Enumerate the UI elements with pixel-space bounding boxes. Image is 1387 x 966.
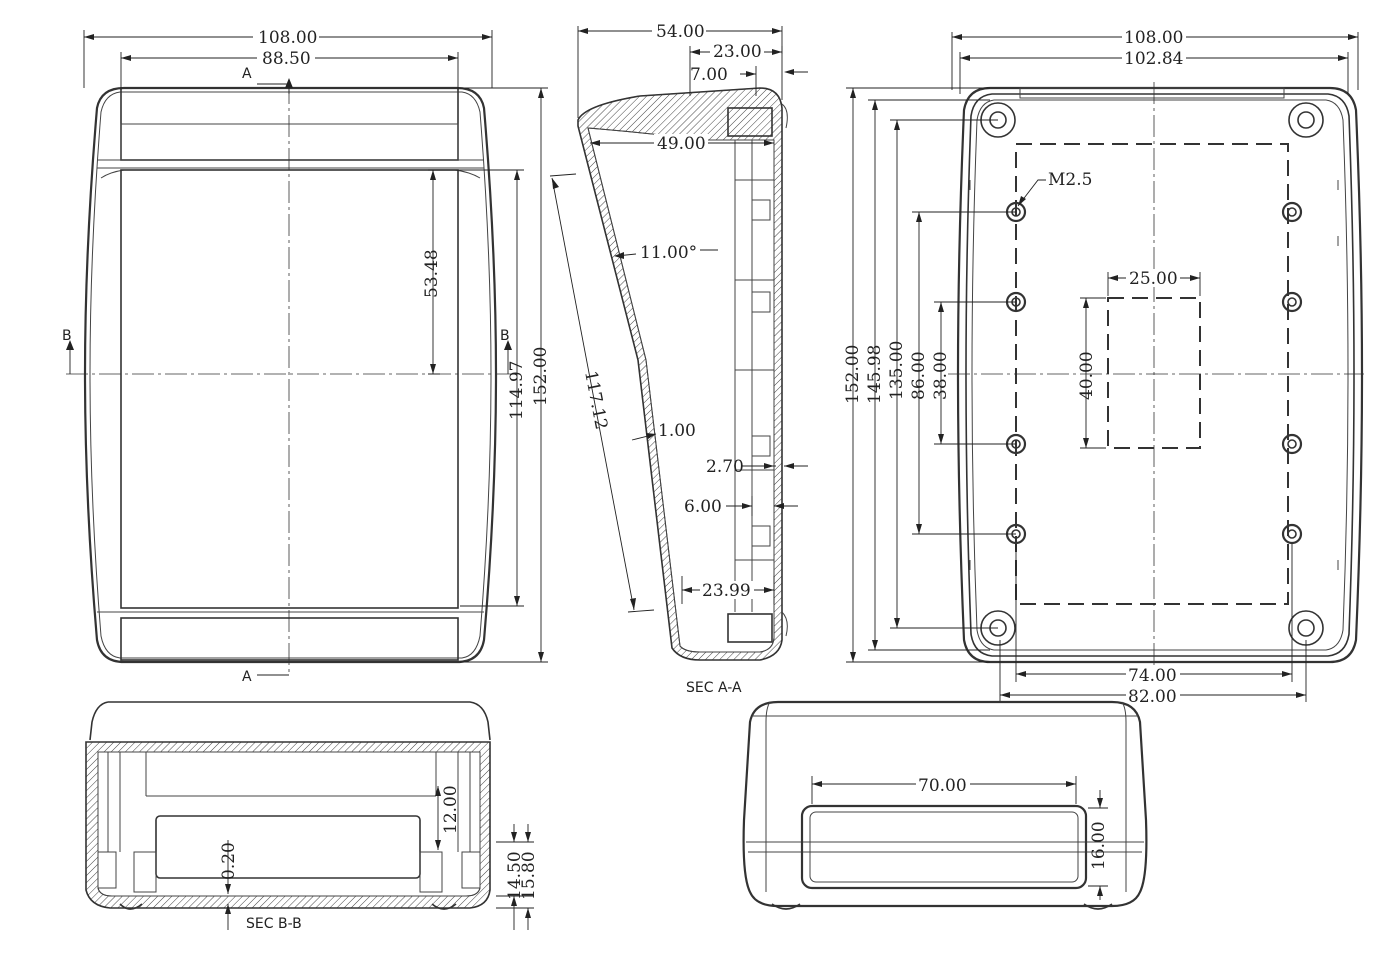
dim-back-inner-width: 102.84 bbox=[1124, 49, 1183, 69]
dim-bb-wall: 0.20 bbox=[219, 842, 239, 880]
dim-2-70: 2.70 bbox=[706, 457, 744, 477]
end-cutout bbox=[800, 804, 1088, 890]
dim-thread: M2.5 bbox=[1048, 170, 1092, 190]
section-mark-a-top: A bbox=[242, 66, 252, 82]
dim-depth: 54.00 bbox=[656, 22, 705, 42]
dim-wall: 1.00 bbox=[658, 421, 696, 441]
section-a-a-view: SEC A-A 54.00 23.00 7.00 49.00 11.00° 11… bbox=[549, 22, 808, 696]
dim-slope-length: 117.12 bbox=[580, 369, 611, 431]
dim-back-width: 108.00 bbox=[1124, 28, 1183, 48]
dim-hole-74: 74.00 bbox=[1128, 666, 1177, 686]
dim-inner-depth: 49.00 bbox=[657, 134, 706, 154]
front-outline bbox=[83, 86, 498, 664]
end-outline bbox=[742, 700, 1148, 908]
section-a-a-wall bbox=[577, 87, 783, 661]
dim-back-38: 38.00 bbox=[931, 351, 951, 400]
dim-window-height: 53.48 bbox=[422, 249, 442, 298]
dim-front-width: 108.00 bbox=[258, 28, 317, 48]
back-outline bbox=[956, 86, 1364, 664]
dim-angle: 11.00° bbox=[640, 243, 697, 263]
dim-front-inner-width: 88.50 bbox=[262, 49, 311, 69]
section-a-a-caption: SEC A-A bbox=[686, 680, 742, 696]
dim-bottom-depth: 23.99 bbox=[702, 581, 751, 601]
dim-bb-15-80: 15.80 bbox=[519, 851, 539, 900]
section-b-b-view: SEC B-B 0.20 12.00 14.50 15.80 bbox=[85, 701, 539, 932]
front-view: A A B B 108.00 88.50 53.48 114.97 152.00 bbox=[62, 28, 551, 685]
end-view: 70.00 16.00 bbox=[742, 700, 1148, 910]
dim-back-86: 86.00 bbox=[909, 351, 929, 400]
dim-front-inner-height: 114.97 bbox=[507, 361, 527, 420]
dim-lip: 7.00 bbox=[690, 65, 728, 85]
dim-cut-width: 70.00 bbox=[918, 776, 967, 796]
section-mark-b-right: B bbox=[500, 328, 510, 344]
dim-bb-14-50: 14.50 bbox=[505, 851, 525, 900]
back-view: M2.5 108.00 102.84 152.00 145.98 135.00 … bbox=[843, 28, 1364, 707]
dim-label-width: 25.00 bbox=[1129, 269, 1178, 289]
section-b-b-wall bbox=[85, 741, 491, 909]
section-mark-a-bottom: A bbox=[242, 669, 252, 685]
dim-front-height: 152.00 bbox=[531, 347, 551, 406]
dim-back-135: 135.00 bbox=[887, 341, 907, 400]
dim-back-152: 152.00 bbox=[843, 345, 863, 404]
dim-cut-height: 16.00 bbox=[1089, 821, 1109, 870]
dim-top-depth: 23.00 bbox=[713, 42, 762, 62]
dim-bb-12: 12.00 bbox=[441, 785, 461, 834]
dim-back-145-98: 145.98 bbox=[865, 345, 885, 404]
dim-6-00: 6.00 bbox=[684, 497, 722, 517]
section-b-b-caption: SEC B-B bbox=[246, 916, 302, 932]
section-mark-b-left: B bbox=[62, 328, 72, 344]
dim-label-height: 40.00 bbox=[1077, 351, 1097, 400]
dim-hole-82: 82.00 bbox=[1128, 687, 1177, 707]
